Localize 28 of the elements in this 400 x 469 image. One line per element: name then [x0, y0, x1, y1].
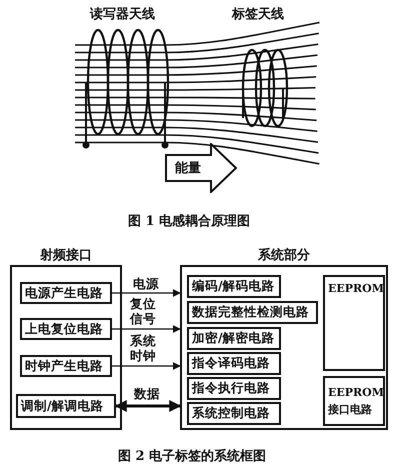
arrow-label: 能量 [175, 160, 201, 177]
circuit-block: 上电复位电路 [20, 318, 112, 340]
arrow [112, 289, 181, 297]
antenna-label: 读写器天线 [90, 6, 155, 23]
circuit-block: 系统控制电路 [187, 402, 281, 425]
figure-caption: 图 2 电子标签的系统框图 [118, 448, 266, 465]
circuit-block: EEPROM [323, 275, 385, 371]
circuit-block: 编码/解码电路 [187, 275, 281, 298]
panel-title: 射频接口 [40, 246, 92, 264]
arrow [112, 325, 181, 333]
block-arrow [165, 143, 237, 193]
circuit-block: 调制/解调电路 [16, 394, 116, 418]
circuit-block: 时钟产生电路 [20, 355, 112, 377]
edge-label: 复位信号 [130, 296, 157, 326]
circuit-block: EEPROM接口电路 [323, 376, 385, 426]
edge-label: 数据 [134, 386, 161, 401]
circuit-block: 指令译码电路 [187, 352, 281, 375]
double-arrow [114, 400, 182, 412]
figure-caption: 图 1 电感耦合原理图 [128, 213, 250, 230]
circuit-block: 数据完整性检测电路 [187, 301, 318, 324]
circuit-block: 电源产生电路 [20, 282, 112, 304]
edge-label: 电源 [133, 276, 160, 291]
panel-title: 系统部分 [258, 246, 310, 264]
circuit-block: 加密/解密电路 [187, 327, 281, 350]
edge-label: 系统时钟 [130, 333, 157, 363]
circuit-block: 指令执行电路 [187, 377, 281, 400]
arrow [112, 362, 181, 370]
antenna-label: 标签天线 [232, 6, 284, 23]
